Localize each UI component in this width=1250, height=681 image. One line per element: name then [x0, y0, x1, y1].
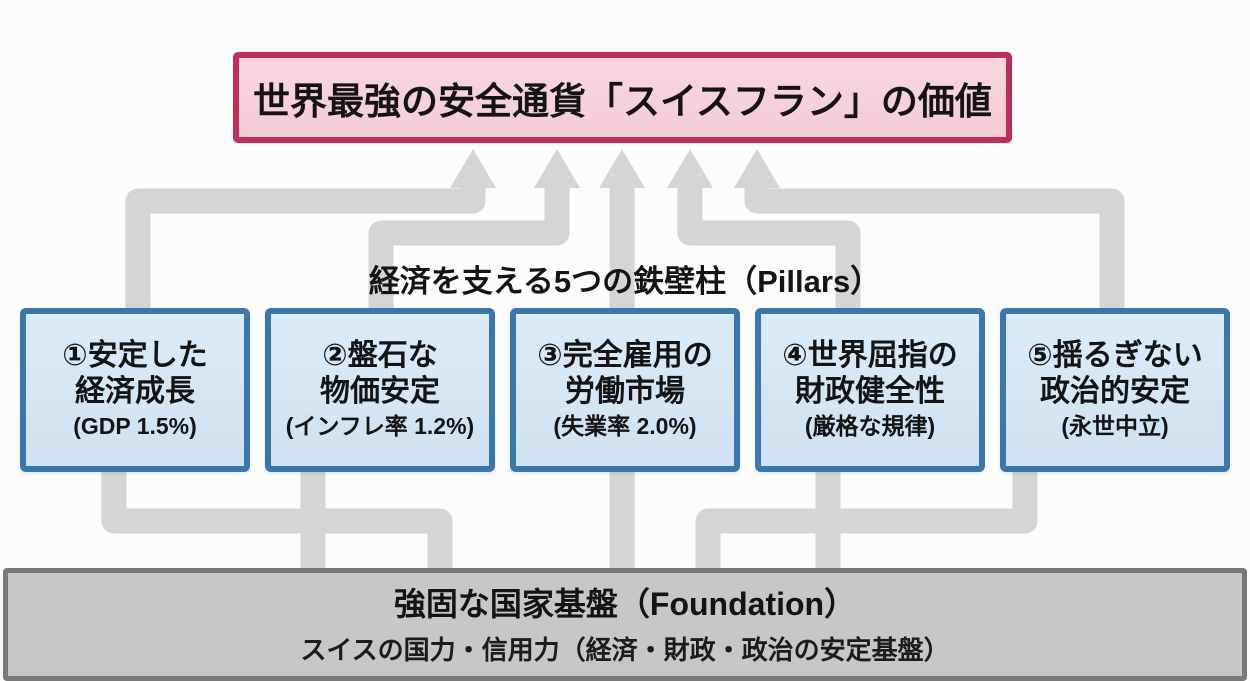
pillar-2-title-line1: ②盤石な — [322, 338, 438, 372]
pillar-5-metric: (永世中立) — [1061, 413, 1169, 440]
pillar-box-5: ⑤揺るぎない 政治的安定 (永世中立) — [1000, 308, 1230, 472]
foundation-title: 強固な国家基盤（Foundation） — [393, 586, 857, 622]
pillar-1-title-line2: 経済成長 — [75, 375, 195, 409]
pillars-section-label: 経済を支える5つの鉄壁柱（Pillars） — [368, 264, 882, 299]
pillar-5-title-line1: ⑤揺るぎない — [1027, 338, 1203, 372]
arrowhead-3 — [599, 149, 645, 188]
diagram-title: 世界最強の安全通貨「スイスフラン」の価値 — [253, 80, 992, 122]
currency-value-box: 世界最強の安全通貨「スイスフラン」の価値 — [233, 52, 1012, 143]
pillar-1-metric: (GDP 1.5%) — [73, 413, 197, 440]
foundation-subtitle: スイスの国力・信用力（経済・財政・政治の安定基盤） — [300, 634, 950, 665]
arrowhead-1 — [450, 149, 496, 188]
pillar-box-3: ③完全雇用の 労働市場 (失業率 2.0%) — [510, 308, 740, 472]
arrowhead-2 — [534, 149, 580, 188]
arrowhead-4 — [667, 149, 713, 188]
pillar-2-metric: (インフレ率 1.2%) — [285, 413, 475, 440]
pillar-2-title-line2: 物価安定 — [320, 375, 440, 409]
pillar-box-4: ④世界屈指の 財政健全性 (厳格な規律) — [755, 308, 985, 472]
pillar-4-title-line2: 財政健全性 — [795, 375, 945, 409]
pillar-5-title-line2: 政治的安定 — [1040, 375, 1190, 409]
pillar-4-title-line1: ④世界屈指の — [782, 338, 958, 372]
pillar-3-metric: (失業率 2.0%) — [553, 413, 697, 440]
pillar-box-2: ②盤石な 物価安定 (インフレ率 1.2%) — [265, 308, 495, 472]
arrowhead-5 — [734, 149, 780, 188]
pillar-1-title-line1: ①安定した — [62, 338, 208, 372]
pillar-3-title-line1: ③完全雇用の — [537, 338, 713, 372]
pillar-3-title-line2: 労働市場 — [565, 375, 685, 409]
pillar-box-1: ①安定した 経済成長 (GDP 1.5%) — [20, 308, 250, 472]
pillar-4-metric: (厳格な規律) — [804, 413, 936, 440]
foundation-box: 強固な国家基盤（Foundation） スイスの国力・信用力（経済・財政・政治の… — [3, 568, 1247, 681]
